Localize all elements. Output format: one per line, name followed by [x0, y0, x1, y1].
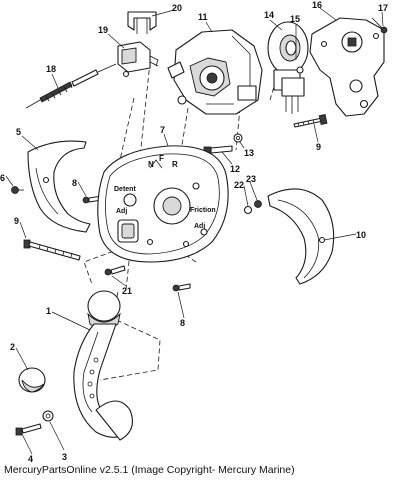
part-13-washer[interactable] — [233, 133, 243, 143]
callout-8-upper: 8 — [72, 178, 77, 188]
part-4-screw[interactable] — [15, 423, 42, 436]
gear-label-reverse: R — [172, 160, 178, 169]
plate-label-detent: Detent — [114, 186, 136, 193]
callout-11: 11 — [198, 12, 208, 22]
part-19-connector[interactable] — [117, 41, 159, 78]
part-12-bolt[interactable] — [203, 145, 233, 155]
callout-21: 21 — [122, 286, 132, 296]
part-18-shift-cable[interactable] — [25, 63, 117, 109]
plate-label-adj-right: Adj — [194, 223, 205, 230]
callout-3: 3 — [62, 452, 67, 462]
callout-4: 4 — [28, 454, 33, 464]
callout-17: 17 — [378, 3, 388, 13]
part-22-fastener[interactable] — [243, 205, 253, 215]
callout-9-left: 9 — [14, 216, 19, 226]
callout-14: 14 — [264, 10, 274, 20]
gear-label-neutral: N — [148, 160, 154, 169]
part-21-screw[interactable] — [104, 265, 126, 276]
callout-13: 13 — [244, 148, 254, 158]
callouts: 20 19 18 11 14 15 16 17 9 12 13 7 5 6 8 … — [0, 0, 388, 464]
callout-8-lower: 8 — [180, 318, 185, 328]
part-11-actuator[interactable] — [167, 29, 263, 115]
part-20-clip[interactable] — [127, 11, 157, 34]
copyright-caption: MercuryPartsOnline v2.5.1 (Image Copyrig… — [4, 464, 295, 476]
callout-19: 19 — [98, 25, 108, 35]
plate-label-friction: Friction — [190, 207, 216, 214]
callout-2: 2 — [10, 342, 15, 352]
gear-label-forward: F — [159, 154, 164, 163]
callout-9-right: 9 — [316, 142, 321, 152]
part-6-screw[interactable] — [11, 186, 25, 194]
callout-6: 6 — [0, 173, 5, 183]
part-5-left-cover[interactable] — [27, 140, 91, 233]
callout-23: 23 — [246, 174, 256, 184]
part-8-screw-lower[interactable] — [172, 283, 191, 292]
part-9-bolt-right[interactable] — [293, 113, 328, 128]
leader-lines — [5, 7, 384, 455]
callout-22: 22 — [234, 180, 244, 190]
callout-15: 15 — [290, 14, 300, 24]
part-9-bolt-left[interactable] — [23, 239, 81, 261]
callout-1: 1 — [46, 306, 51, 316]
callout-12: 12 — [230, 164, 240, 174]
callout-5: 5 — [16, 127, 21, 137]
part-23-fastener[interactable] — [254, 200, 262, 208]
part-10-right-cover[interactable] — [267, 188, 335, 285]
part-7-control-plate[interactable]: N F R Detent Adj Friction Adj — [97, 145, 229, 263]
part-17-screw[interactable] — [371, 17, 388, 34]
plate-label-adj-left: Adj — [116, 208, 127, 215]
callout-10: 10 — [356, 230, 366, 240]
part-1-control-handle[interactable] — [73, 290, 133, 441]
callout-20: 20 — [172, 3, 182, 13]
part-16-mounting-plate[interactable] — [309, 17, 385, 117]
callout-18: 18 — [46, 64, 56, 74]
part-15-harness[interactable] — [281, 66, 305, 114]
callout-16: 16 — [312, 0, 322, 10]
callout-7: 7 — [160, 125, 165, 135]
part-3-washer[interactable] — [42, 410, 54, 422]
part-2-cap[interactable] — [18, 367, 46, 393]
